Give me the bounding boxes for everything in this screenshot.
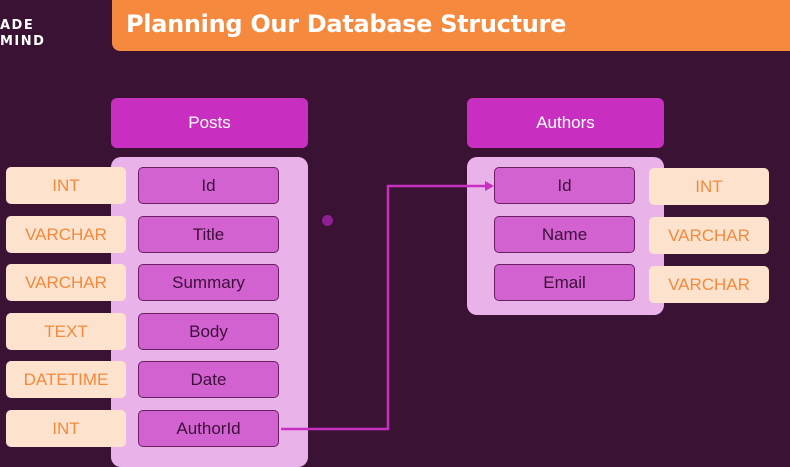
posts-field-summary: Summary xyxy=(138,264,279,301)
authors-field-email: Email xyxy=(494,264,635,301)
pointer-dot xyxy=(322,215,333,226)
slide-title: Planning Our Database Structure xyxy=(126,10,567,38)
posts-type-date: DATETIME xyxy=(6,361,126,398)
authors-table-header: Authors xyxy=(467,98,664,148)
posts-field-id: Id xyxy=(138,167,279,204)
posts-type-title: VARCHAR xyxy=(6,216,126,253)
posts-field-body: Body xyxy=(138,313,279,350)
title-bar: Planning Our Database Structure xyxy=(112,0,790,51)
brand-logo: ADE MIND xyxy=(0,18,45,50)
posts-type-authorid: INT xyxy=(6,410,126,447)
posts-field-title: Title xyxy=(138,216,279,253)
posts-field-authorid: AuthorId xyxy=(138,410,279,447)
authors-field-name: Name xyxy=(494,216,635,253)
posts-type-summary: VARCHAR xyxy=(6,264,126,301)
foreign-key-line xyxy=(281,184,492,431)
logo-line-1: ADE xyxy=(0,18,35,33)
relationship-connector xyxy=(281,181,494,431)
logo-line-2: MIND xyxy=(0,34,46,49)
authors-field-id: Id xyxy=(494,167,635,204)
posts-table-header: Posts xyxy=(111,98,308,148)
authors-type-id: INT xyxy=(649,168,769,205)
authors-type-email: VARCHAR xyxy=(649,266,769,303)
arrowhead-icon xyxy=(485,181,494,191)
posts-field-date: Date xyxy=(138,361,279,398)
posts-type-id: INT xyxy=(6,167,126,204)
posts-type-body: TEXT xyxy=(6,313,126,350)
authors-type-name: VARCHAR xyxy=(649,217,769,254)
